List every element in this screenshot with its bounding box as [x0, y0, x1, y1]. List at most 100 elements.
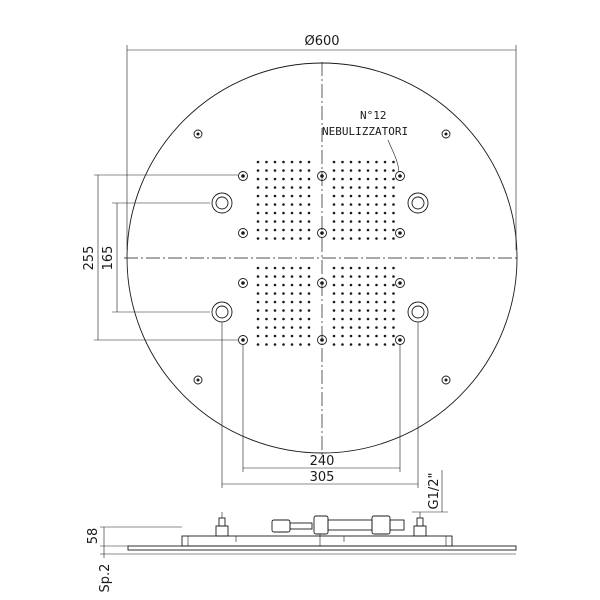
spray-dot [273, 169, 277, 172]
spray-dot [392, 211, 395, 215]
spray-dot [358, 160, 361, 164]
spray-dot [383, 343, 387, 346]
spray-dot [273, 334, 277, 338]
nozzle-count-label: N°12 [360, 109, 387, 122]
spray-dot [307, 177, 311, 181]
spray-dot [299, 228, 302, 232]
spray-dot [256, 194, 260, 198]
spray-dot [282, 237, 285, 240]
spray-dot [332, 343, 336, 346]
spray-dot [290, 283, 294, 287]
spray-dot [332, 334, 336, 338]
spray-dot [332, 186, 336, 189]
spray-dot [375, 186, 378, 189]
spray-dot [383, 317, 387, 321]
spray-dot [307, 169, 311, 172]
spray-dot [366, 177, 370, 181]
spray-dot [349, 292, 353, 295]
mount-hole-icon [193, 375, 203, 385]
spray-dot [332, 177, 336, 181]
spray-dot [383, 220, 387, 223]
diameter-label: Ø600 [304, 34, 339, 49]
spray-dot [358, 194, 361, 198]
spray-dot [366, 317, 370, 321]
spray-dot [332, 309, 336, 312]
spray-dot [392, 309, 395, 312]
spray-dot [392, 317, 395, 321]
spray-dot [307, 228, 311, 232]
spray-dot [383, 283, 387, 287]
spray-dot [341, 326, 344, 329]
spray-dot [299, 237, 302, 240]
spray-dot [307, 334, 311, 338]
jet-ring-icon [211, 192, 233, 214]
spray-dot [332, 317, 336, 321]
spray-dot [273, 300, 277, 304]
spray-dot [375, 343, 378, 346]
nozzle-ring-icon [238, 278, 248, 288]
side-height-label: 58 [86, 528, 101, 545]
spray-dot [392, 237, 395, 240]
spray-dot [392, 343, 395, 346]
spray-dot [332, 169, 336, 172]
spray-dot [383, 326, 387, 329]
spray-dot [299, 266, 302, 270]
side-view: G1/2" 58 Sp.2 [86, 470, 517, 592]
spray-dot [299, 169, 302, 172]
spray-dot [256, 283, 260, 287]
spray-dot [332, 300, 336, 304]
spray-dot [290, 309, 294, 312]
jet-ring-icon [407, 301, 429, 323]
spray-dot [341, 300, 344, 304]
nozzle-ring-icon [395, 228, 405, 238]
spray-dot [282, 292, 285, 295]
nozzle-group [238, 171, 405, 345]
spray-dot [341, 186, 344, 189]
spray-dot [358, 211, 361, 215]
spray-dot [265, 169, 268, 172]
spray-dot [307, 300, 311, 304]
spray-dot [273, 343, 277, 346]
spray-dot [349, 275, 353, 278]
side-fitting-right [413, 512, 427, 537]
spray-dot [307, 220, 311, 223]
spray-dot [299, 211, 302, 215]
spray-dot [383, 211, 387, 215]
nozzle-ring-icon [317, 335, 327, 345]
width-inner-label: 240 [310, 454, 335, 469]
nozzle-name-label: NEBULIZZATORI [322, 125, 408, 138]
spray-dot [375, 300, 378, 304]
spray-dot [332, 203, 336, 206]
nozzle-callout: N°12 NEBULIZZATORI [322, 109, 408, 173]
spray-dot [282, 203, 285, 206]
spray-dot [392, 186, 395, 189]
spray-dot [265, 283, 268, 287]
spray-dot [375, 266, 378, 270]
spray-dot [273, 317, 277, 321]
spray-dot [375, 228, 378, 232]
spray-dot [375, 292, 378, 295]
spray-dot [273, 275, 277, 278]
spray-dot [383, 177, 387, 181]
spray-dot [332, 211, 336, 215]
spray-dot [375, 309, 378, 312]
spray-dot [282, 326, 285, 329]
spray-dot [256, 292, 260, 295]
spray-dot [366, 266, 370, 270]
spray-dot [290, 343, 294, 346]
spray-dot [282, 169, 285, 172]
spray-dot [299, 343, 302, 346]
spray-dot [392, 228, 395, 232]
spray-dot [383, 228, 387, 232]
mount-hole-icon [441, 129, 451, 139]
spray-dot [375, 334, 378, 338]
spray-dot [256, 300, 260, 304]
spray-dot [392, 194, 395, 198]
spray-dot [375, 237, 378, 240]
spray-dot [341, 309, 344, 312]
spray-dot [383, 275, 387, 278]
spray-dot [256, 266, 260, 270]
spray-dot [299, 203, 302, 206]
spray-dot [358, 326, 361, 329]
